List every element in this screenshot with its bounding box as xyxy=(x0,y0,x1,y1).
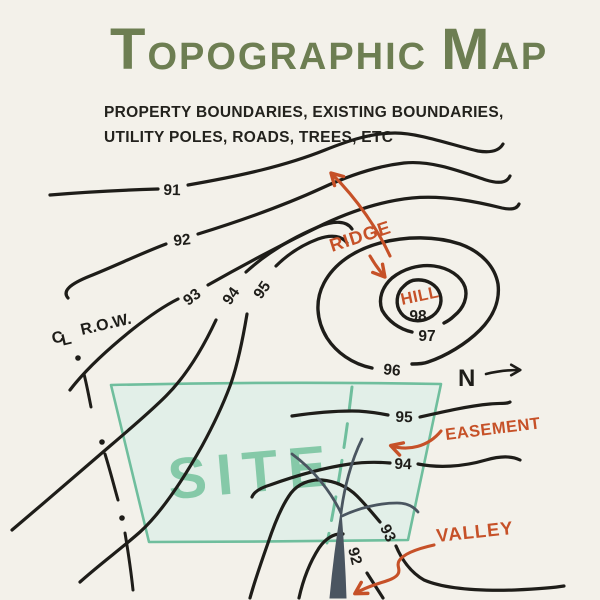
title-initial-2: M xyxy=(441,17,492,82)
hill-contour-96 xyxy=(316,236,501,370)
valley-label: VALLEY xyxy=(435,517,514,546)
centerline-symbol-l: L xyxy=(60,331,74,350)
contour-label-92-valley: 92 xyxy=(344,546,365,567)
valley-arrow xyxy=(353,543,436,596)
ridge-arrow-down xyxy=(368,254,387,279)
contour-line-94-upper xyxy=(244,220,354,274)
contour-line-94-east-right xyxy=(416,455,522,468)
easement-dashed-line xyxy=(325,385,354,545)
title-initial-1: T xyxy=(110,17,148,82)
contour-label-97: 97 xyxy=(418,328,435,345)
row-centerline-dash-2 xyxy=(103,452,120,502)
hill-contour-98 xyxy=(395,278,443,323)
stream-branch-northwest xyxy=(290,452,343,515)
subtitle: PROPERTY BOUNDARIES, EXISTING BOUNDARIES… xyxy=(104,100,504,150)
title-rest-1: OPOGRAPHIC xyxy=(147,36,428,78)
contour-line-91-left xyxy=(48,187,160,197)
stream-branch-east xyxy=(340,501,420,518)
contour-line-94-lower xyxy=(10,318,218,532)
contour-line-92-left xyxy=(64,242,168,300)
site-parcel-shape xyxy=(109,381,443,544)
subtitle-line-2: UTILITY POLES, ROADS, TREES, ETC xyxy=(104,129,394,146)
centerline-row-label: C L R.O.W. xyxy=(50,311,133,350)
contour-line-95-lower xyxy=(78,312,249,584)
row-centerline-dot-1 xyxy=(75,355,81,361)
row-centerline-dash-1 xyxy=(82,372,93,409)
easement-label: EASEMENT xyxy=(444,414,541,444)
page-title: TOPOGRAPHIC MAP xyxy=(110,16,548,83)
stream-branch-north xyxy=(339,437,364,515)
contour-line-95-east-right xyxy=(418,400,512,419)
contour-label-94-east: 94 xyxy=(394,456,412,474)
title-rest-2: AP xyxy=(491,36,549,78)
contour-line-94-east-left xyxy=(250,460,392,499)
contour-label-94: 94 xyxy=(219,284,243,308)
contour-label-95: 95 xyxy=(250,278,274,302)
subtitle-line-1: PROPERTY BOUNDARIES, EXISTING BOUNDARIES… xyxy=(104,104,504,121)
contour-label-92: 92 xyxy=(173,231,192,250)
contour-label-96: 96 xyxy=(382,361,401,380)
contour-line-92-right xyxy=(196,160,512,236)
contour-label-91: 91 xyxy=(163,182,181,200)
contour-line-93-valley-left xyxy=(248,478,382,600)
contour-line-95-east-left xyxy=(290,409,390,418)
centerline-symbol-c: C xyxy=(50,328,66,347)
contour-label-98: 98 xyxy=(409,308,427,325)
contour-line-91-right xyxy=(186,131,505,187)
contour-line-92-valley-left xyxy=(297,532,345,600)
row-centerline-dot-3 xyxy=(119,515,125,521)
ridge-arrow-up xyxy=(329,171,392,258)
hill-label: HILL xyxy=(399,283,441,309)
contour-line-93-left xyxy=(68,297,180,392)
contour-line-93-valley-right xyxy=(394,544,566,592)
easement-arrow xyxy=(388,429,443,457)
north-label: N xyxy=(458,365,475,392)
row-centerline-dot-2 xyxy=(99,439,105,445)
hill-contour-97 xyxy=(378,263,468,334)
contour-label-93: 93 xyxy=(180,285,204,309)
row-centerline-dash-3 xyxy=(123,531,135,592)
contour-line-95-upper xyxy=(274,234,349,268)
contour-label-93-valley: 93 xyxy=(376,522,399,545)
north-arrow xyxy=(484,363,522,377)
contour-label-95-east: 95 xyxy=(395,409,413,427)
